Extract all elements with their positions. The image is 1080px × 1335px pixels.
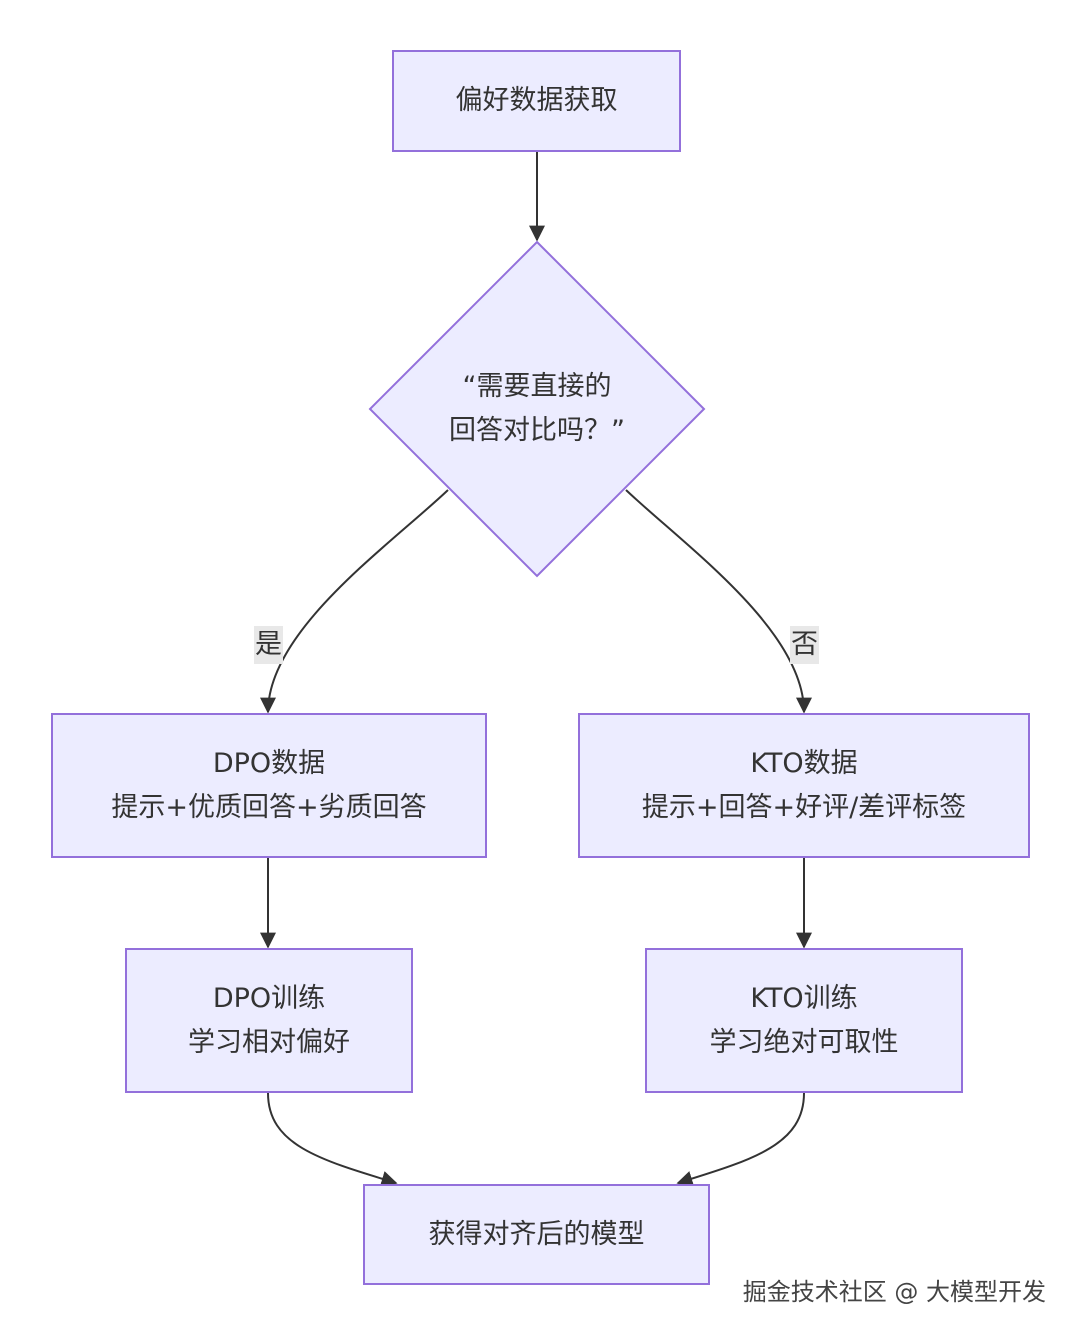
node-dpo-data: DPO数据 提示+优质回答+劣质回答: [51, 713, 487, 858]
node-decision-line2: 回答对比吗？”: [449, 415, 625, 446]
node-dpo-train: DPO训练 学习相对偏好: [125, 948, 413, 1093]
node-kto-train-detail: 学习绝对可取性: [709, 1026, 899, 1058]
node-kto-train: KTO训练 学习绝对可取性: [645, 948, 963, 1093]
edge-dpo-train-to-end: [267, 1092, 398, 1187]
node-decision-line1: “需要直接的: [462, 371, 612, 402]
node-decision: “需要直接的 回答对比吗？”: [397, 359, 677, 459]
node-start: 偏好数据获取: [392, 50, 681, 152]
node-kto-data: KTO数据 提示+回答+好评/差评标签: [578, 713, 1030, 858]
node-kto-data-detail: 提示+回答+好评/差评标签: [641, 791, 967, 823]
node-dpo-train-detail: 学习相对偏好: [188, 1026, 350, 1058]
edge-label-yes: 是: [254, 626, 283, 664]
node-end-label: 获得对齐后的模型: [428, 1218, 645, 1250]
node-start-label: 偏好数据获取: [455, 85, 618, 116]
edge-kto-train-to-end: [676, 1092, 805, 1187]
node-dpo-data-detail: 提示+优质回答+劣质回答: [111, 791, 427, 823]
node-dpo-train-title: DPO训练: [212, 982, 326, 1014]
watermark: 掘金技术社区 @ 大模型开发: [742, 1278, 1046, 1306]
edge-decision-to-dpo-data: [260, 489, 449, 714]
edge-decision-to-kto-data: [625, 489, 812, 714]
decision-diamond: [368, 240, 706, 578]
edge-label-no: 否: [790, 626, 819, 664]
node-kto-data-title: KTO数据: [750, 747, 858, 779]
node-dpo-data-title: DPO数据: [212, 747, 326, 779]
node-kto-train-title: KTO训练: [750, 982, 858, 1014]
node-end: 获得对齐后的模型: [363, 1184, 710, 1285]
